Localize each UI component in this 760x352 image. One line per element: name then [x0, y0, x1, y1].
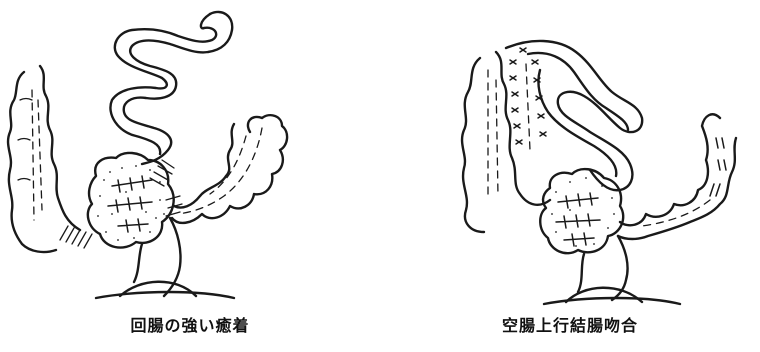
pelvic-outline: [96, 218, 234, 298]
adhesion-hatching: [60, 160, 182, 248]
caption-right: 空腸上行結腸吻合: [380, 312, 760, 336]
jejunum-anastomosis-drawing: [380, 0, 760, 310]
figure-jejunum-anastomosis: 空腸上行結腸吻合: [380, 0, 760, 352]
anastomosis-sutures: [510, 48, 546, 150]
ascending-colon: [8, 66, 80, 252]
pelvic-outline: [544, 236, 680, 304]
transverse-colon: [172, 115, 287, 223]
small-intestine-loops: [110, 12, 232, 164]
ileum-adhesion-drawing: [0, 0, 380, 310]
figure-ileum-adhesion: 回腸の強い癒着: [0, 0, 380, 352]
jejunum-loop: [506, 41, 642, 190]
transverse-colon: [618, 114, 736, 239]
caption-left: 回腸の強い癒着: [0, 312, 380, 336]
adhesion-mass: [540, 169, 623, 253]
